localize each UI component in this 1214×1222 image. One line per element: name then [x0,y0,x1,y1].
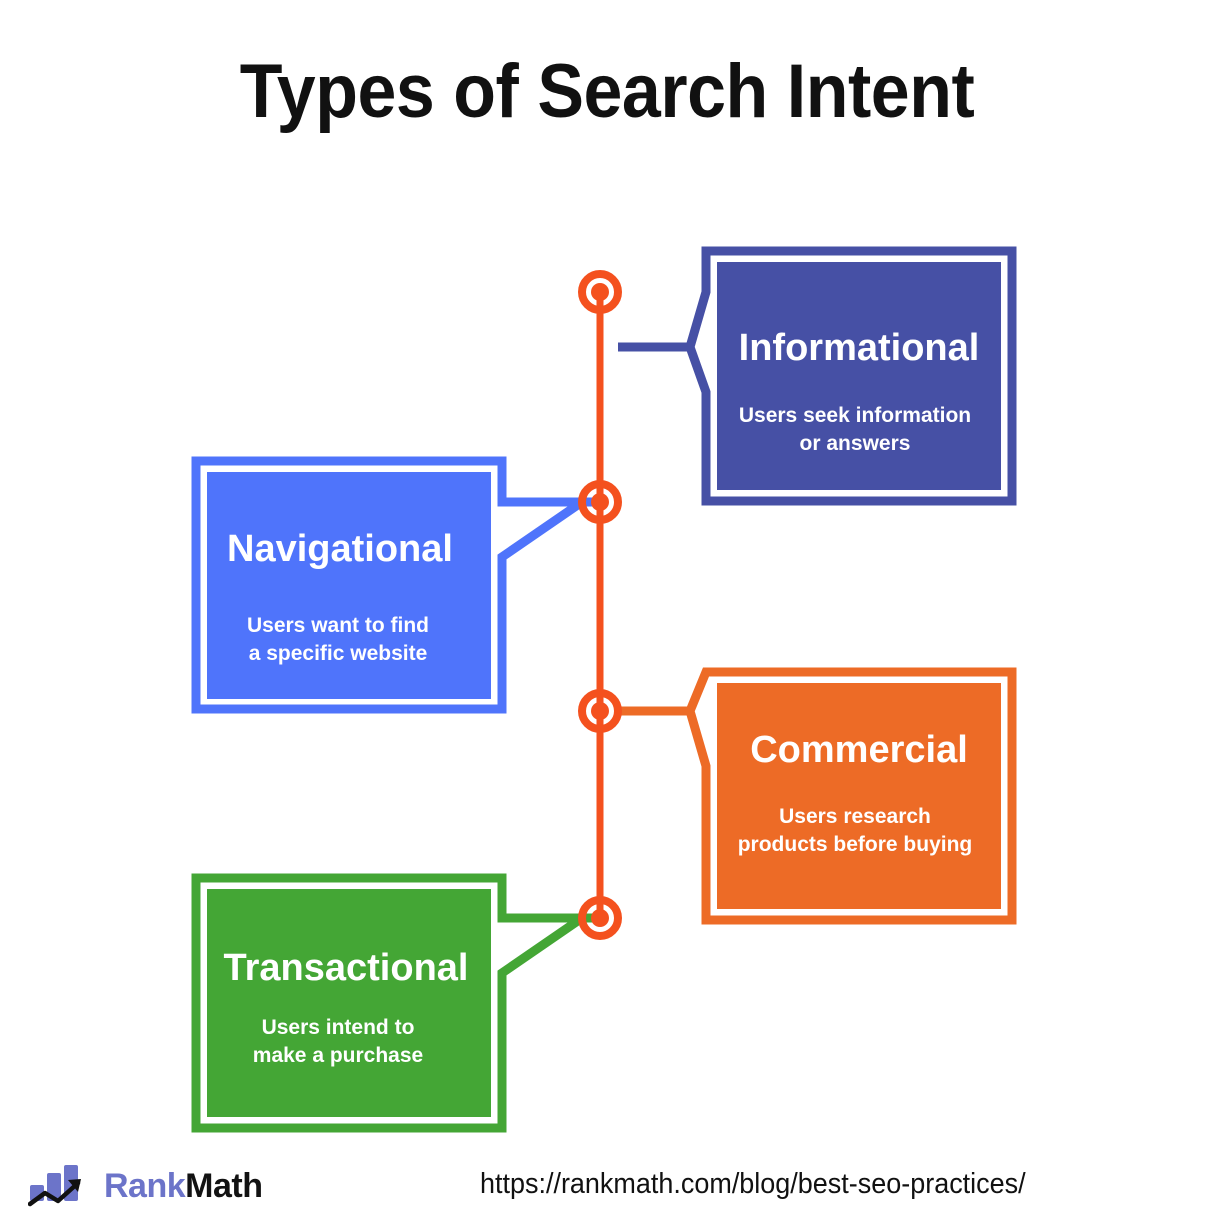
card-transactional-title: Transactional [224,947,469,989]
card-transactional-desc-line1: Users intend to [262,1016,415,1039]
card-navigational-fill [207,472,491,699]
logo-math-text: Math [185,1167,263,1205]
card-commercial-title: Commercial [750,729,968,771]
card-navigational-outline [191,456,597,714]
card-informational-fill [717,262,1001,490]
logo-rank-text: Rank [104,1167,186,1205]
card-informational[interactable]: Informational Users seek information or … [618,246,1017,506]
card-transactional[interactable]: Transactional Users intend to make a pur… [191,873,600,1133]
card-navigational-title: Navigational [227,528,453,570]
card-informational-desc-line1: Users seek information [739,404,971,427]
rankmath-logo-mark [28,1165,81,1207]
card-navigational-desc-line2: a specific website [249,642,428,665]
timeline-node-navigational[interactable] [578,480,622,524]
timeline-node-transactional[interactable] [578,896,622,940]
card-commercial-desc-line1: Users research [779,805,931,828]
card-navigational[interactable]: Navigational Users want to find a specif… [191,456,600,714]
timeline-node-commercial[interactable] [578,689,622,733]
rankmath-logo[interactable]: RankMath [28,1158,263,1214]
card-transactional-outline [191,873,597,1133]
footer-url[interactable]: https://rankmath.com/blog/best-seo-pract… [480,1168,1026,1200]
page-title: Types of Search Intent [239,49,975,134]
card-navigational-desc-line1: Users want to find [247,614,429,637]
rankmath-logo-text: RankMath [104,1167,263,1205]
timeline-node-informational[interactable] [578,270,622,314]
card-informational-desc-line2: or answers [800,432,911,455]
card-commercial-fill [717,683,1001,909]
card-informational-title: Informational [739,327,980,369]
card-commercial[interactable]: Commercial Users research products befor… [618,667,1017,925]
card-informational-outline [685,246,1017,506]
card-transactional-desc-line2: make a purchase [253,1044,423,1067]
card-transactional-fill [207,889,491,1117]
card-commercial-desc-line2: products before buying [738,833,973,856]
